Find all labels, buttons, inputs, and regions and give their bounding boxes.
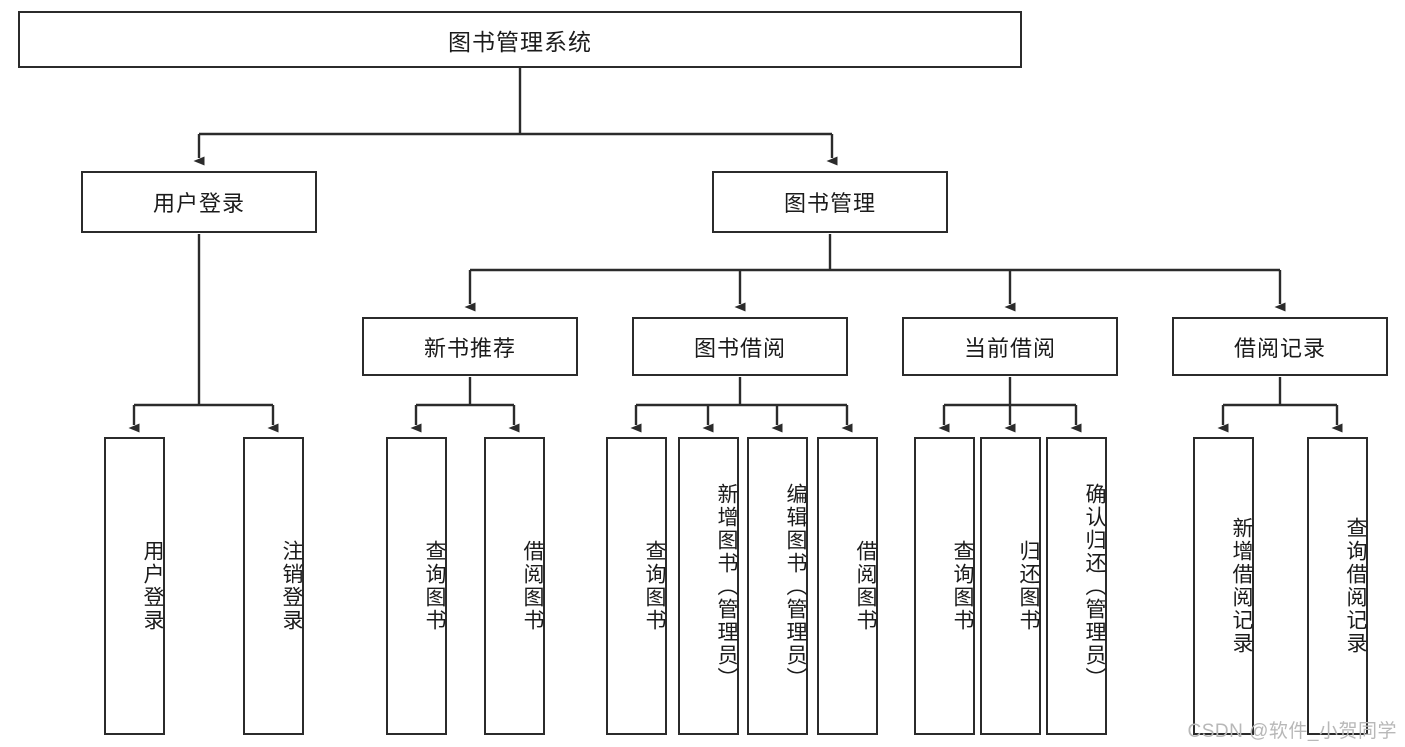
leaf-add-book-admin[interactable]: 新增图书（管理员） [678,437,739,735]
leaf-add-borrow-record[interactable]: 新增借阅记录 [1193,437,1254,735]
node-borrow-record[interactable]: 借阅记录 [1172,317,1388,376]
leaf-borrow-book[interactable]: 借阅图书 [817,437,878,735]
leaf-query-borrow-record[interactable]: 查询借阅记录 [1307,437,1368,735]
node-label: 查询图书 [643,540,666,632]
node-label: 注销登录 [280,540,303,632]
node-label: 查询图书 [423,540,446,632]
node-label: 新增图书（管理员） [715,482,738,690]
node-label: 新书推荐 [423,335,516,361]
leaf-user-login[interactable]: 用户登录 [104,437,165,735]
leaf-edit-book-admin[interactable]: 编辑图书（管理员） [747,437,808,735]
node-label: 用户登录 [152,191,245,216]
node-current-borrow[interactable]: 当前借阅 [902,317,1118,376]
node-label: 图书管理系统 [448,28,592,55]
node-label: 借阅图书 [854,540,877,632]
node-root-system[interactable]: 图书管理系统 [18,11,1022,68]
leaf-query-book-recommend[interactable]: 查询图书 [386,437,447,735]
node-label: 图书管理 [783,191,876,216]
leaf-borrow-book-recommend[interactable]: 借阅图书 [484,437,545,735]
node-label: 确认归还（管理员） [1083,482,1106,690]
node-label: 借阅记录 [1233,335,1326,361]
leaf-query-book-current[interactable]: 查询图书 [914,437,975,735]
watermark: CSDN @软件_小贺同学 [1187,721,1397,742]
node-label: 用户登录 [141,540,164,632]
node-label: 查询借阅记录 [1344,517,1367,655]
node-label: 新增借阅记录 [1230,517,1253,655]
node-label: 查询图书 [951,540,974,632]
node-label: 归还图书 [1017,540,1040,632]
node-label: 编辑图书（管理员） [784,482,807,690]
node-new-book-recommend[interactable]: 新书推荐 [362,317,578,376]
node-user-login[interactable]: 用户登录 [81,171,317,233]
leaf-return-book[interactable]: 归还图书 [980,437,1041,735]
leaf-confirm-return-admin[interactable]: 确认归还（管理员） [1046,437,1107,735]
leaf-query-book-borrow[interactable]: 查询图书 [606,437,667,735]
node-label: 当前借阅 [963,335,1056,361]
node-book-management[interactable]: 图书管理 [712,171,948,233]
node-book-borrow[interactable]: 图书借阅 [632,317,848,376]
node-label: 图书借阅 [693,335,786,361]
node-label: 借阅图书 [521,540,544,632]
leaf-logout[interactable]: 注销登录 [243,437,304,735]
